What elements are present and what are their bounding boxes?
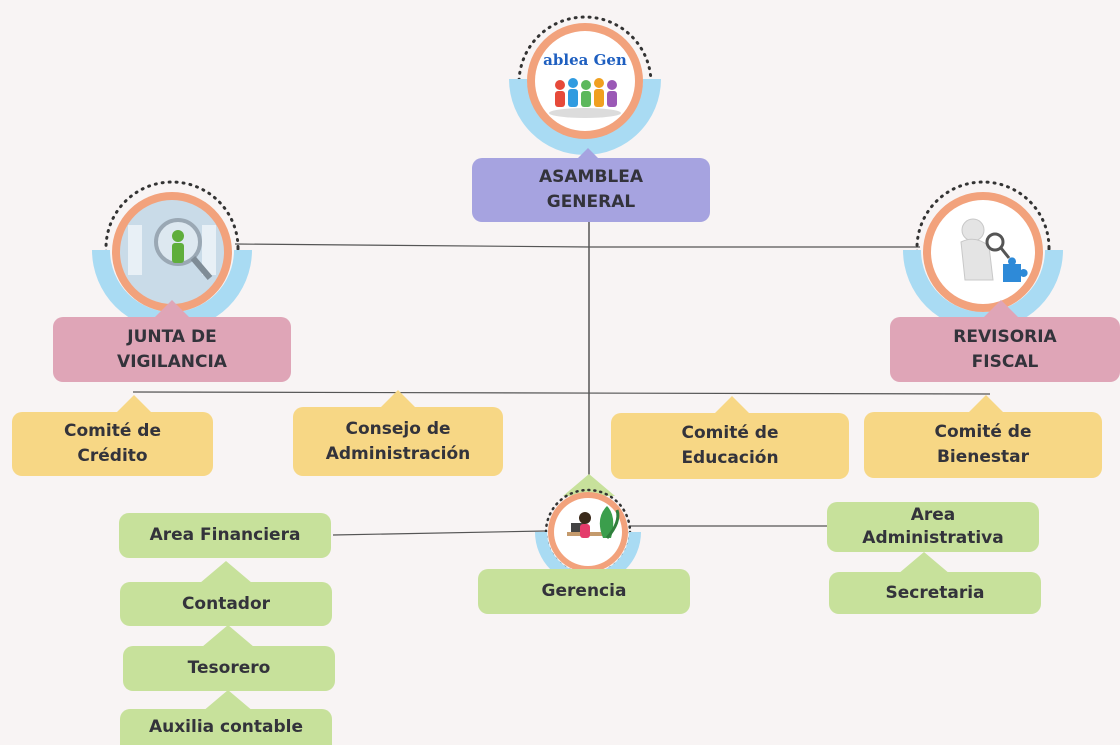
- bienestar-line1: Comité de: [934, 422, 1032, 443]
- consejo-line1: Consejo de: [345, 418, 451, 439]
- node-area-financiera[interactable]: Area Financiera: [119, 513, 331, 558]
- bienestar-pointer: [968, 395, 1004, 413]
- node-tesorero[interactable]: Tesorero: [123, 646, 335, 691]
- educacion-pointer: [714, 396, 750, 414]
- node-comite-bienestar[interactable]: Comité de Bienestar: [864, 412, 1102, 478]
- revisoria-line1: REVISORIA: [953, 326, 1057, 347]
- inspector-puzzle-icon: [903, 180, 1063, 330]
- line-area-financiera: [332, 530, 546, 536]
- node-gerencia[interactable]: Gerencia: [478, 569, 690, 614]
- node-secretaria[interactable]: Secretaria: [829, 572, 1041, 614]
- area-financiera-label: Area Financiera: [149, 525, 301, 546]
- junta-line2: VIGILANCIA: [117, 351, 227, 372]
- educacion-line2: Educación: [681, 448, 779, 468]
- node-contador[interactable]: Contador: [120, 582, 332, 626]
- node-revisoria-fiscal[interactable]: REVISORIA FISCAL: [890, 317, 1120, 382]
- node-consejo-administracion[interactable]: Consejo de Administración: [293, 407, 503, 476]
- bienestar-line2: Bienestar: [936, 447, 1030, 467]
- junta-line1: JUNTA DE: [127, 326, 217, 347]
- contador-pointer: [200, 561, 252, 583]
- svg-text:ablea Gen: ablea Gen: [543, 51, 627, 69]
- node-comite-educacion[interactable]: Comité de Educación: [611, 413, 849, 479]
- credito-line2: Crédito: [77, 446, 148, 466]
- line-junta: [234, 243, 591, 248]
- secretaria-label: Secretaria: [885, 582, 985, 603]
- manager-desk-icon: [533, 488, 643, 585]
- auxiliar-label: Auxilia contable: [148, 716, 304, 737]
- asamblea-line2: GENERAL: [546, 192, 636, 212]
- auxiliar-pointer: [202, 690, 254, 712]
- educacion-line1: Comité de: [681, 423, 779, 444]
- credito-line1: Comité de: [64, 421, 161, 442]
- consejo-line2: Administración: [325, 443, 471, 464]
- node-auxiliar-contable[interactable]: Auxilia contable: [120, 709, 332, 745]
- gerencia-label: Gerencia: [541, 581, 627, 602]
- tesorero-label: Tesorero: [187, 658, 271, 679]
- node-asamblea-general[interactable]: ASAMBLEA GENERAL: [472, 158, 710, 222]
- line-committees: [132, 391, 991, 395]
- node-junta-vigilancia[interactable]: JUNTA DE VIGILANCIA: [53, 317, 291, 382]
- contador-label: Contador: [181, 593, 271, 614]
- secretaria-pointer: [898, 552, 950, 574]
- revisoria-pointer: [983, 300, 1019, 318]
- area-admin-line2: Administrativa: [862, 528, 1004, 548]
- assembly-people-icon: ablea Gen: [505, 15, 665, 165]
- consejo-pointer: [380, 390, 416, 408]
- credito-pointer: [116, 395, 152, 413]
- asamblea-line1: ASAMBLEA: [538, 167, 644, 188]
- revisoria-line2: FISCAL: [971, 351, 1039, 372]
- node-comite-credito[interactable]: Comité de Crédito: [12, 412, 213, 476]
- junta-pointer: [154, 300, 190, 318]
- tesorero-pointer: [202, 625, 254, 647]
- area-admin-line1: Area: [910, 505, 956, 526]
